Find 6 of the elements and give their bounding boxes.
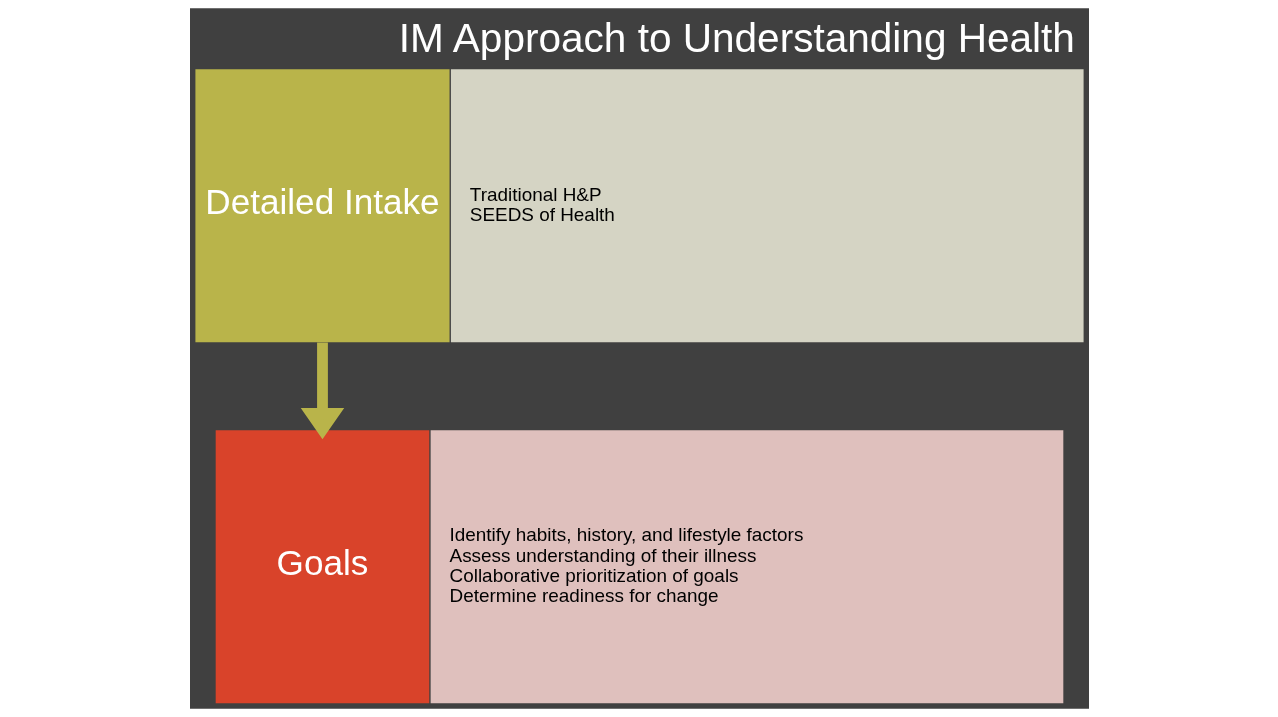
node-box: Detailed Intake — [194, 69, 450, 343]
node-box: Goals — [215, 430, 429, 704]
node-box: Identify habits, history, and lifestyle factors Assess understanding of their illness Collaborative prioritization of goals Determine readiness for change — [430, 430, 1063, 704]
arrow — [300, 342, 344, 440]
diagram-title: IM Approach to Understanding Health — [398, 14, 1075, 61]
node-box: Traditional H&P SEEDS of Health — [450, 69, 1084, 343]
